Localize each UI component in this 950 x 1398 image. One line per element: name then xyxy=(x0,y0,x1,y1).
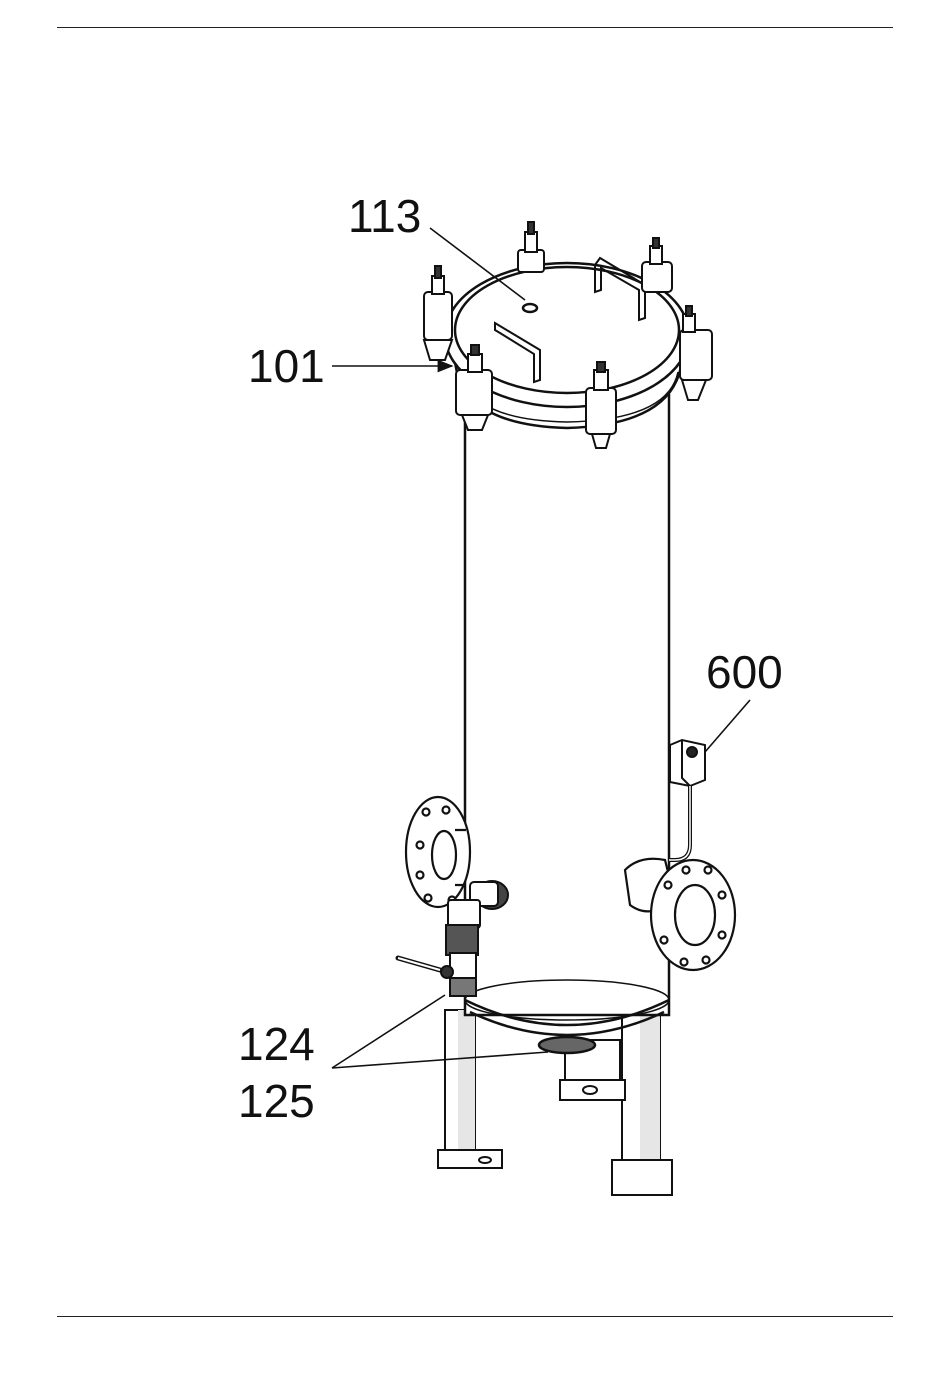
callout-600: 600 xyxy=(706,646,783,698)
callout-113: 113 xyxy=(348,190,421,242)
leader-600 xyxy=(705,700,750,752)
leader-124 xyxy=(332,995,445,1068)
housing-cylinder xyxy=(465,395,669,1053)
inlet-flange xyxy=(406,797,470,907)
callout-124: 124 xyxy=(238,1018,315,1070)
callout-101: 101 xyxy=(248,340,325,392)
sensor-600 xyxy=(669,740,705,860)
callout-125: 125 xyxy=(238,1075,315,1127)
leader-125 xyxy=(332,1052,548,1068)
